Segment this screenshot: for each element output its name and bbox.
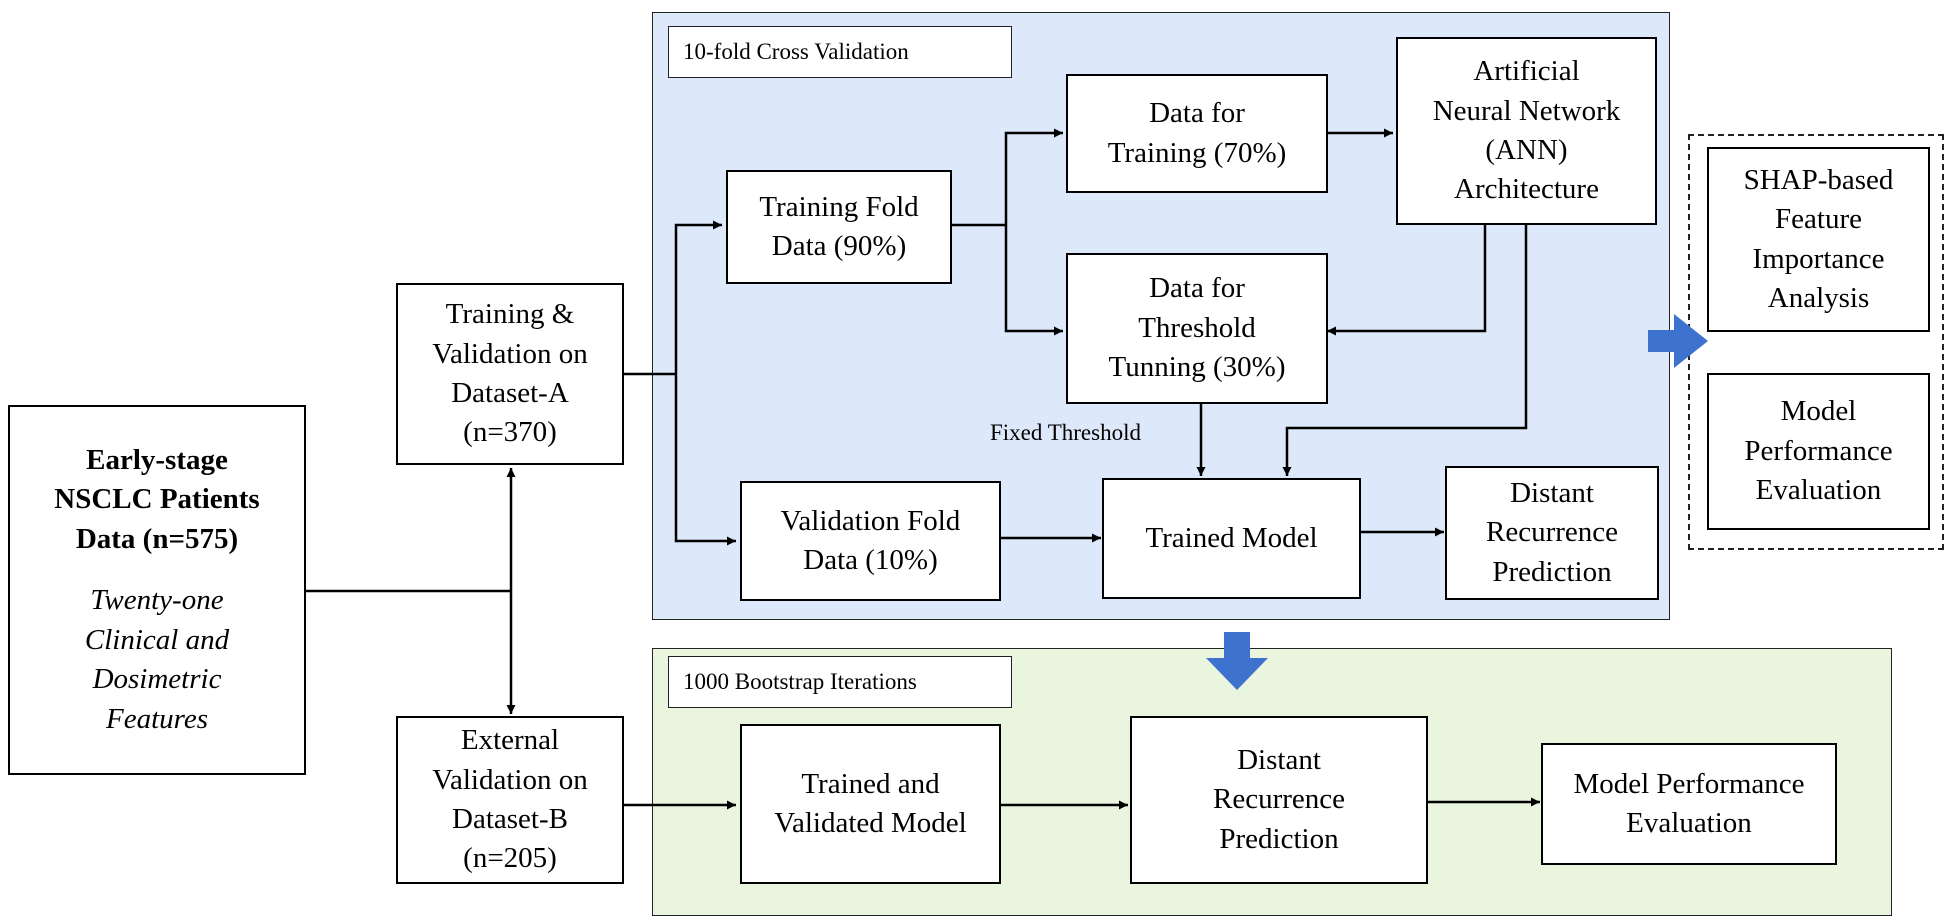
trained-model-line-1: Trained Model	[1145, 521, 1318, 554]
data-threshold-line-3: Tunning (30%)	[1108, 351, 1286, 384]
patients-title-line-3: Data (n=575)	[75, 522, 239, 555]
patients-subtitle-line-3: Dosimetric	[92, 663, 222, 696]
patients-title-line-2: NSCLC Patients	[54, 483, 260, 516]
dataset-a-line-2: Validation on	[432, 337, 588, 370]
bootstrap-prediction-line-2: Recurrence	[1212, 783, 1345, 816]
patients-subtitle-line-4: Features	[105, 702, 208, 735]
bootstrap-performance-line-2: Evaluation	[1626, 807, 1752, 839]
trained-validated-line-1: Trained and	[801, 767, 940, 800]
ann-line-2: Neural Network	[1432, 94, 1621, 127]
patients-subtitle-line-2: Clinical and	[84, 623, 230, 656]
dataset-b-line-4: (n=205)	[463, 842, 557, 875]
dataset-a-box: Training & Validation on Dataset-A (n=37…	[396, 283, 624, 465]
shap-analysis-box: SHAP-based Feature Importance Analysis	[1707, 147, 1930, 332]
cv-prediction-line-3: Prediction	[1492, 555, 1612, 588]
shap-line-3: Importance	[1752, 242, 1885, 275]
fixed-threshold-label: Fixed Threshold	[990, 420, 1141, 445]
training-fold-line-2: Data (90%)	[771, 230, 907, 262]
data-threshold-line-2: Threshold	[1138, 311, 1256, 344]
validation-fold-line-2: Data (10%)	[803, 544, 938, 576]
data-training-line-2: Training (70%)	[1107, 136, 1287, 169]
cross-validation-label: 10-fold Cross Validation	[668, 26, 1012, 78]
training-fold-line-1: Training Fold	[759, 190, 919, 223]
data-threshold-box: Data for Threshold Tunning (30%)	[1066, 253, 1328, 404]
validation-fold-line-1: Validation Fold	[780, 504, 961, 537]
training-fold-box: Training Fold Data (90%)	[726, 170, 952, 284]
bootstrap-performance-line-1: Model Performance	[1573, 767, 1805, 800]
dataset-a-line-4: (n=370)	[463, 416, 557, 449]
dataset-b-line-1: External	[460, 724, 560, 757]
bootstrap-performance-box: Model Performance Evaluation	[1541, 743, 1837, 865]
patients-data-box: Early-stage NSCLC Patients Data (n=575) …	[8, 405, 306, 775]
dataset-b-line-3: Dataset-B	[452, 803, 568, 835]
bootstrap-prediction-box: Distant Recurrence Prediction	[1130, 716, 1428, 884]
validation-fold-box: Validation Fold Data (10%)	[740, 481, 1001, 601]
shap-line-1: SHAP-based	[1743, 163, 1894, 196]
bootstrap-label: 1000 Bootstrap Iterations	[668, 656, 1012, 708]
data-threshold-line-1: Data for	[1149, 272, 1245, 305]
cv-prediction-line-2: Recurrence	[1485, 516, 1618, 549]
analysis-performance-line-1: Model	[1780, 395, 1857, 428]
data-training-box: Data for Training (70%)	[1066, 74, 1328, 193]
dataset-a-line-3: Dataset-A	[451, 377, 569, 409]
bootstrap-prediction-line-1: Distant	[1237, 743, 1321, 776]
cv-prediction-line-1: Distant	[1510, 476, 1594, 509]
analysis-performance-line-3: Evaluation	[1755, 474, 1882, 507]
analysis-performance-box: Model Performance Evaluation	[1707, 373, 1930, 530]
dataset-a-line-1: Training &	[445, 298, 575, 331]
cv-prediction-box: Distant Recurrence Prediction	[1445, 466, 1659, 600]
dataset-b-box: External Validation on Dataset-B (n=205)	[396, 716, 624, 884]
shap-line-2: Feature	[1775, 203, 1862, 236]
ann-line-1: Artificial	[1473, 55, 1580, 88]
shap-line-4: Analysis	[1767, 281, 1870, 314]
ann-line-3: (ANN)	[1485, 134, 1568, 166]
patients-title-line-1: Early-stage	[86, 443, 228, 476]
patients-subtitle-line-1: Twenty-one	[90, 584, 224, 617]
trained-model-box: Trained Model	[1102, 478, 1361, 599]
dataset-b-line-2: Validation on	[432, 763, 588, 796]
data-training-line-1: Data for	[1149, 97, 1245, 130]
analysis-performance-line-2: Performance	[1744, 434, 1893, 467]
trained-validated-line-2: Validated Model	[774, 807, 967, 839]
ann-line-4: Architecture	[1454, 173, 1599, 206]
ann-architecture-box: Artificial Neural Network (ANN) Architec…	[1396, 37, 1657, 225]
trained-validated-model-box: Trained and Validated Model	[740, 724, 1001, 884]
bootstrap-prediction-line-3: Prediction	[1219, 822, 1339, 855]
